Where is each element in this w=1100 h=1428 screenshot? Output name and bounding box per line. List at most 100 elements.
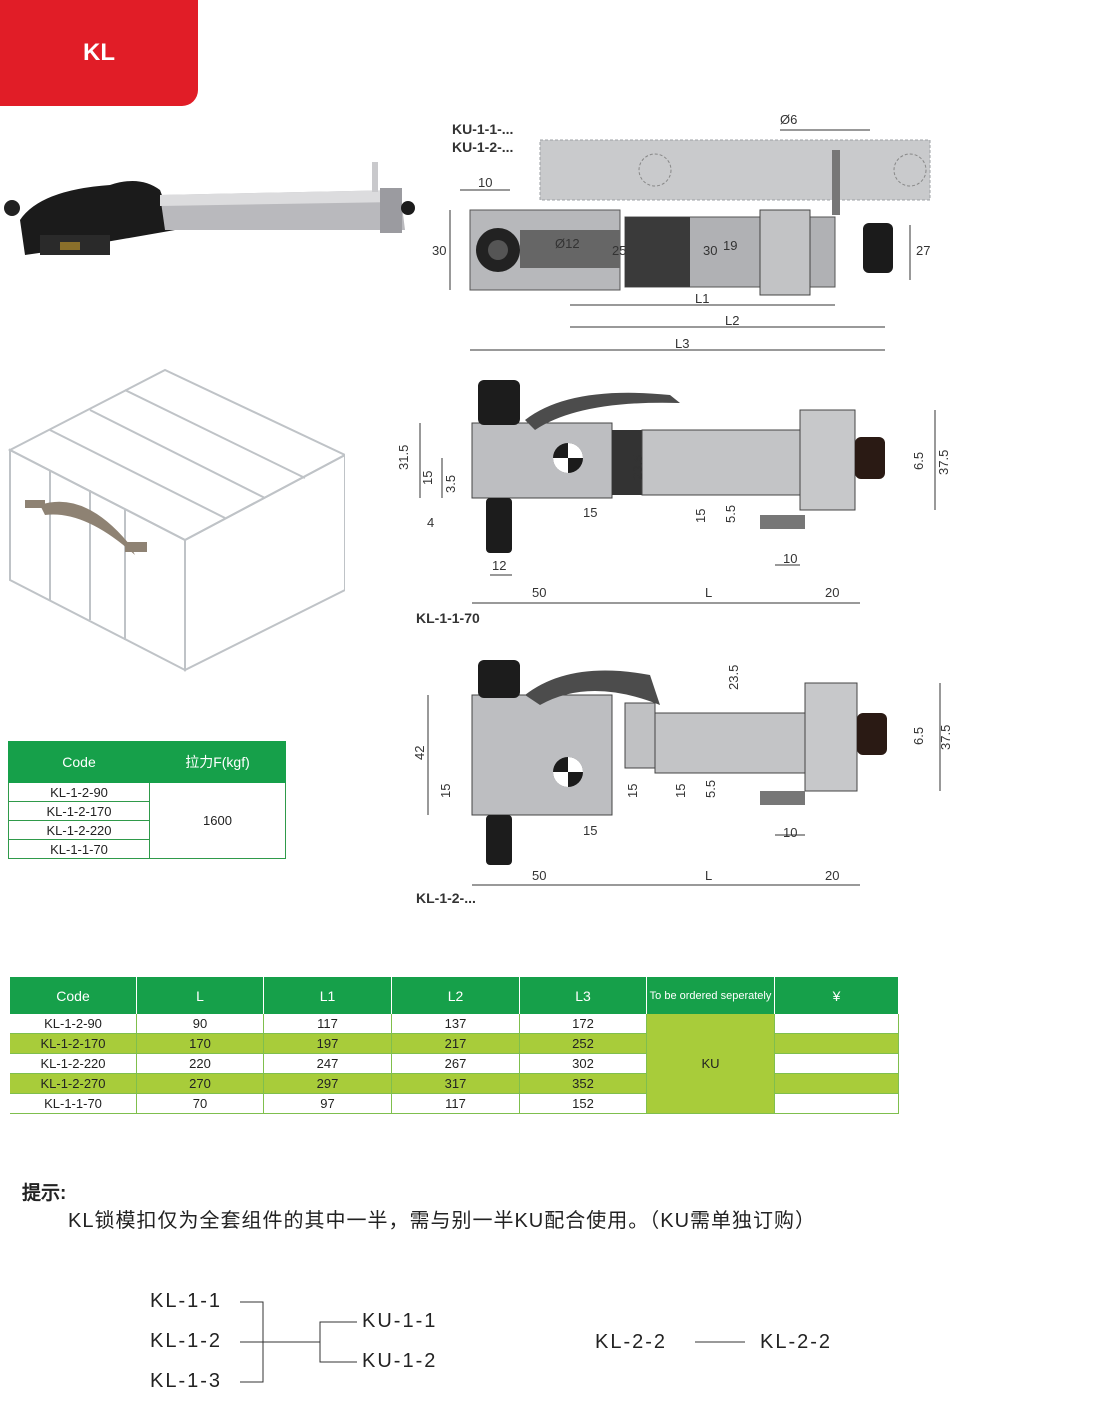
hint-text: KL锁模扣仅为全套组件的其中一半，需与别一半KU配合使用。（KU需单独订购） (68, 1210, 817, 1232)
price-cell (774, 1033, 899, 1054)
dim-L2: L2 (725, 313, 739, 328)
product-photo (4, 162, 415, 255)
dim-42: 42 (412, 746, 427, 760)
table-cell: 220 (136, 1053, 264, 1074)
dim-20: 20 (825, 585, 839, 600)
dim-27: 27 (916, 243, 930, 258)
dim-L: L (705, 868, 712, 883)
kl-code-2: KL-1-2 (150, 1330, 223, 1352)
price-cell (774, 1093, 899, 1114)
table-cell: 297 (263, 1073, 392, 1094)
force-code-cell: KL-1-2-170 (8, 801, 150, 821)
dim-6-5: 6.5 (911, 452, 926, 470)
pair-code-right: KL-2-2 (760, 1331, 833, 1353)
kl-1-2-label: KL-1-2-... (416, 890, 476, 906)
ku-label-1: KU-1-1-... (452, 121, 514, 137)
table-cell: 197 (263, 1033, 392, 1054)
table-cell: 317 (391, 1073, 520, 1094)
dim-15d: 15 (583, 823, 597, 838)
dim-L3: L3 (675, 336, 689, 351)
dim-23-5: 23.5 (630, 455, 645, 480)
table-cell: 270 (136, 1073, 264, 1094)
ku-code-1: KU-1-1 (362, 1310, 438, 1332)
ku-code-2: KU-1-2 (362, 1350, 438, 1372)
size-header-L3: L3 (519, 977, 647, 1014)
kl-1-1-70-label: KL-1-1-70 (416, 610, 480, 626)
table-cell: 117 (391, 1093, 520, 1114)
price-cell (774, 1053, 899, 1074)
table-cell: 97 (263, 1093, 392, 1114)
table-cell: 302 (519, 1053, 647, 1074)
dim-6-5: 6.5 (911, 727, 926, 745)
dim-37-5: 37.5 (938, 725, 953, 750)
size-header-L2: L2 (391, 977, 520, 1014)
dim-37-5: 37.5 (936, 450, 951, 475)
table-cell: 247 (263, 1053, 392, 1074)
size-header-code: Code (10, 977, 137, 1014)
table-cell: 267 (391, 1053, 520, 1074)
dim-15c: 15 (673, 784, 688, 798)
table-cell: KL-1-2-270 (10, 1073, 137, 1094)
dim-20: 20 (825, 868, 839, 883)
dim-31-5: 31.5 (396, 445, 411, 470)
dim-15b: 15 (583, 505, 597, 520)
kl-1-1-drawing: 31.5 15 3.5 23.5 6.5 37.5 4 15 15 5.5 12… (396, 380, 951, 604)
force-value-cell: 1600 (149, 782, 286, 859)
dim-30: 30 (432, 243, 446, 258)
force-code-cell: KL-1-1-70 (8, 839, 150, 859)
kl-code-3: KL-1-3 (150, 1370, 223, 1392)
dim-d12: Ø12 (555, 236, 580, 251)
table-cell: 172 (519, 1014, 647, 1034)
table-cell: 170 (136, 1033, 264, 1054)
dim-23-5: 23.5 (726, 665, 741, 690)
table-cell: 90 (136, 1014, 264, 1034)
pair-code-left: KL-2-2 (595, 1331, 668, 1353)
dim-50: 50 (532, 585, 546, 600)
table-cell: KL-1-1-70 (10, 1093, 137, 1114)
dim-5-5: 5.5 (723, 505, 738, 523)
dim-15b: 15 (625, 784, 640, 798)
dim-50: 50 (532, 868, 546, 883)
dim-L1: L1 (695, 291, 709, 306)
price-cell (774, 1073, 899, 1094)
mold-illustration (7, 368, 345, 672)
size-table: Code L L1 L2 L3 To be ordered seperately… (10, 977, 899, 1114)
table-cell: 70 (136, 1093, 264, 1114)
dim-10: 10 (783, 825, 797, 840)
dim-12: 12 (492, 558, 506, 573)
force-header-force: 拉力F(kgf) (149, 741, 286, 783)
kl-1-2-drawing: 42 15 23.5 15 15 5.5 6.5 37.5 15 10 50 L… (412, 660, 953, 886)
dim-15c: 15 (693, 509, 708, 523)
dim-d6: Ø6 (780, 112, 797, 127)
dim-4: 4 (427, 515, 434, 530)
table-cell: 252 (519, 1033, 647, 1054)
table-cell: KL-1-2-90 (10, 1014, 137, 1034)
dim-19: 19 (723, 238, 737, 253)
table-cell: 117 (263, 1014, 392, 1034)
tree-connectors (240, 1301, 745, 1383)
ordered-cell: KU (646, 1014, 775, 1114)
hint-title: 提示: (22, 1183, 67, 1204)
table-cell: 352 (519, 1073, 647, 1094)
table-cell: KL-1-2-220 (10, 1053, 137, 1074)
dim-5-5: 5.5 (703, 780, 718, 798)
dim-10: 10 (783, 551, 797, 566)
table-cell: 152 (519, 1093, 647, 1114)
dim-3-5: 3.5 (443, 475, 458, 493)
force-code-cell: KL-1-2-220 (8, 820, 150, 840)
size-header-ordered: To be ordered seperately (646, 977, 775, 1014)
force-header-code: Code (8, 741, 150, 783)
dim-10: 10 (478, 175, 492, 190)
section-tab: KL (0, 0, 198, 106)
dim-15a: 15 (438, 784, 453, 798)
price-cell (774, 1014, 899, 1034)
dim-L: L (705, 585, 712, 600)
size-header-price: ¥ (774, 977, 899, 1014)
dim-15a: 15 (420, 471, 435, 485)
kl-code-1: KL-1-1 (150, 1290, 223, 1312)
table-cell: 217 (391, 1033, 520, 1054)
table-cell: 137 (391, 1014, 520, 1034)
ku-label-2: KU-1-2-... (452, 139, 514, 155)
force-code-cell: KL-1-2-90 (8, 782, 150, 802)
table-cell: KL-1-2-170 (10, 1033, 137, 1054)
